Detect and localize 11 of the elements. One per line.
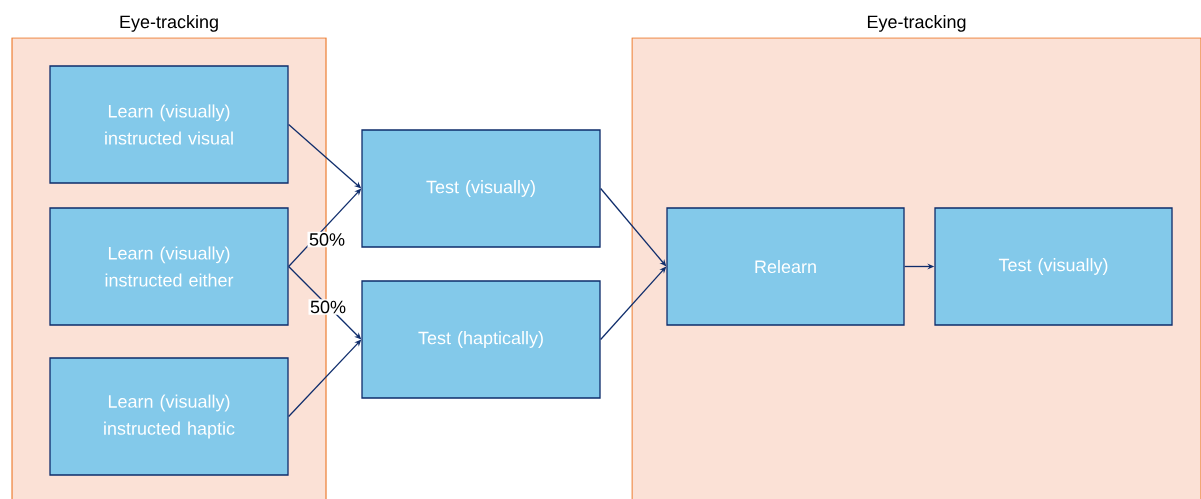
process-box: Test (haptically) xyxy=(361,280,601,399)
edge-label: 50% xyxy=(307,231,347,248)
process-box: Learn (visually) instructed visual xyxy=(49,65,289,184)
edge-label: 50% xyxy=(308,299,348,315)
process-box: Test (visually) xyxy=(361,129,601,248)
process-box: Learn (visually) instructed haptic xyxy=(49,357,289,476)
process-box: Learn (visually) instructed either xyxy=(49,207,289,326)
panel-heading: Eye-tracking xyxy=(120,15,218,32)
process-box: Test (visually) xyxy=(934,207,1173,326)
process-box: Relearn xyxy=(666,207,905,326)
panel-heading: Eye-tracking xyxy=(867,15,966,32)
